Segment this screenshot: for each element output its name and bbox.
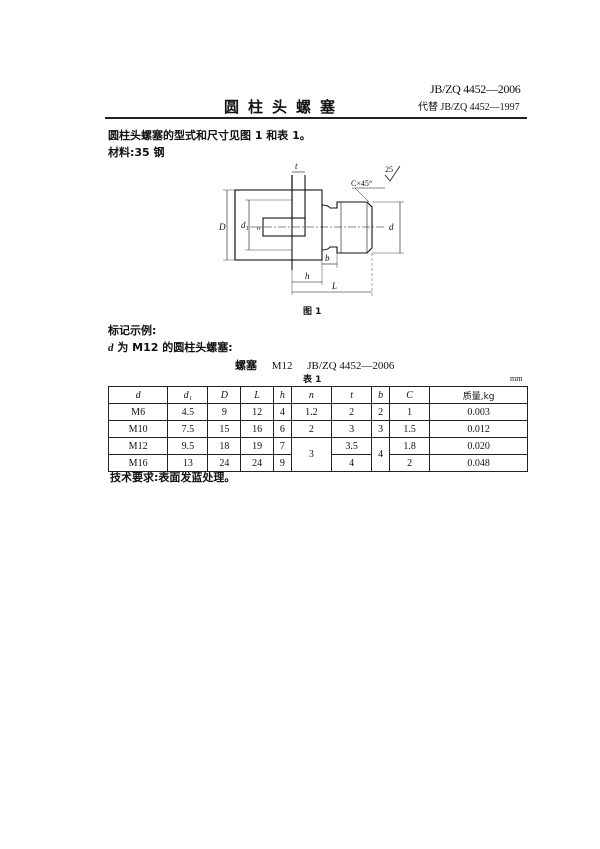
material-text: 材料:35 钢 [108,146,165,159]
marking-example-size: M12 [271,360,293,372]
col-C: C [389,386,431,404]
cell: 0.012 [429,420,528,438]
technical-requirements: 技术要求:表面发蓝处理。 [110,471,236,484]
col-d: d [107,386,169,404]
cell: M6 [107,403,169,421]
cell: 1.8 [389,437,431,455]
cell: 9 [272,454,292,472]
cell: 2 [330,403,373,421]
table-row: M12 9.5 18 19 7 3 3.5 4 1.8 0.020 [107,437,528,472]
figure-caption: 图 1 [303,307,322,317]
cell: 9 [207,403,242,421]
col-b: b [371,386,391,404]
table-caption: 表 1 [303,375,322,385]
replaces-standard: 代替 JB/ZQ 4452—1997 [418,102,520,113]
cell: 3 [371,420,391,438]
marking-desc: d 为 M12 的圆柱头螺塞: [108,339,233,355]
col-n: n [290,386,333,404]
cell: 15 [207,420,242,438]
col-L: L [240,386,274,404]
cell: 4.5 [167,403,209,421]
cell: 4 [272,403,292,421]
cell: 16 [240,420,274,438]
marking-example-std: JB/ZQ 4452—2006 [307,360,395,372]
svg-text:d: d [389,222,394,232]
col-t: t [330,386,373,404]
cell: 2 [371,403,391,421]
dim-D: D [218,222,226,232]
table-header-row: d d₁ D L h n t b C 质量,kg [107,386,528,404]
cell: 0.020 [429,437,528,455]
marking-example: 螺塞 M12 JB/ZQ 4452—2006 [235,357,394,373]
svg-text:n: n [257,224,261,232]
cell: 18 [207,437,242,455]
svg-text:b: b [325,253,330,263]
svg-text:h: h [305,271,310,281]
table-row: M10 7.5 15 16 6 2 3 3 1.5 0.012 [107,420,528,438]
plug-drawing: D d₁ n t d C×45° 25 b h L [218,161,404,298]
page-title: 圆柱头螺塞 [224,98,345,116]
cell: 7.5 [167,420,209,438]
cell: 3 [330,420,373,438]
cell: 2 [290,420,333,438]
cell: 2 [389,454,431,472]
marking-example-name: 螺塞 [235,359,257,372]
cell: 19 [240,437,274,455]
cell: 4 [371,437,391,472]
svg-text:25: 25 [385,165,393,174]
svg-text:t: t [295,161,298,171]
col-mass: 质量,kg [429,386,528,404]
cell: 0.003 [429,403,528,421]
cell: M10 [107,420,169,438]
cell: 1.5 [389,420,431,438]
dimension-table: d d₁ D L h n t b C 质量,kg M6 4.5 9 12 4 1… [107,386,528,472]
cell: 3 [290,437,333,472]
col-h: h [272,386,292,404]
cell: 1 [389,403,431,421]
cell: M12 [107,437,169,455]
cell: 1.2 [290,403,333,421]
cell: 4 [330,454,373,472]
cell: 3.5 [330,437,373,455]
header-rule [105,117,527,119]
marking-heading: 标记示例: [108,324,157,337]
cell: 12 [240,403,274,421]
col-D: D [207,386,242,404]
marking-desc-text: 为 M12 的圆柱头螺塞: [113,341,233,354]
cell: 9.5 [167,437,209,455]
intro-text: 圆柱头螺塞的型式和尺寸见图 1 和表 1。 [108,129,311,142]
marking-d-symbol: d [108,342,114,354]
table-unit: mm [510,374,523,383]
cell: 0.048 [429,454,528,472]
svg-text:d₁: d₁ [241,220,249,230]
standard-number: JB/ZQ 4452—2006 [430,82,521,96]
svg-text:L: L [331,281,337,291]
cell: 6 [272,420,292,438]
table-row: M16 13 24 24 9 4 2 0.048 [107,454,528,472]
col-d1: d₁ [167,386,209,404]
cell: 24 [240,454,274,472]
table-row: M6 4.5 9 12 4 1.2 2 2 1 0.003 [107,403,528,421]
svg-text:C×45°: C×45° [351,179,372,188]
cell: 7 [272,437,292,455]
cell: 13 [167,454,209,472]
